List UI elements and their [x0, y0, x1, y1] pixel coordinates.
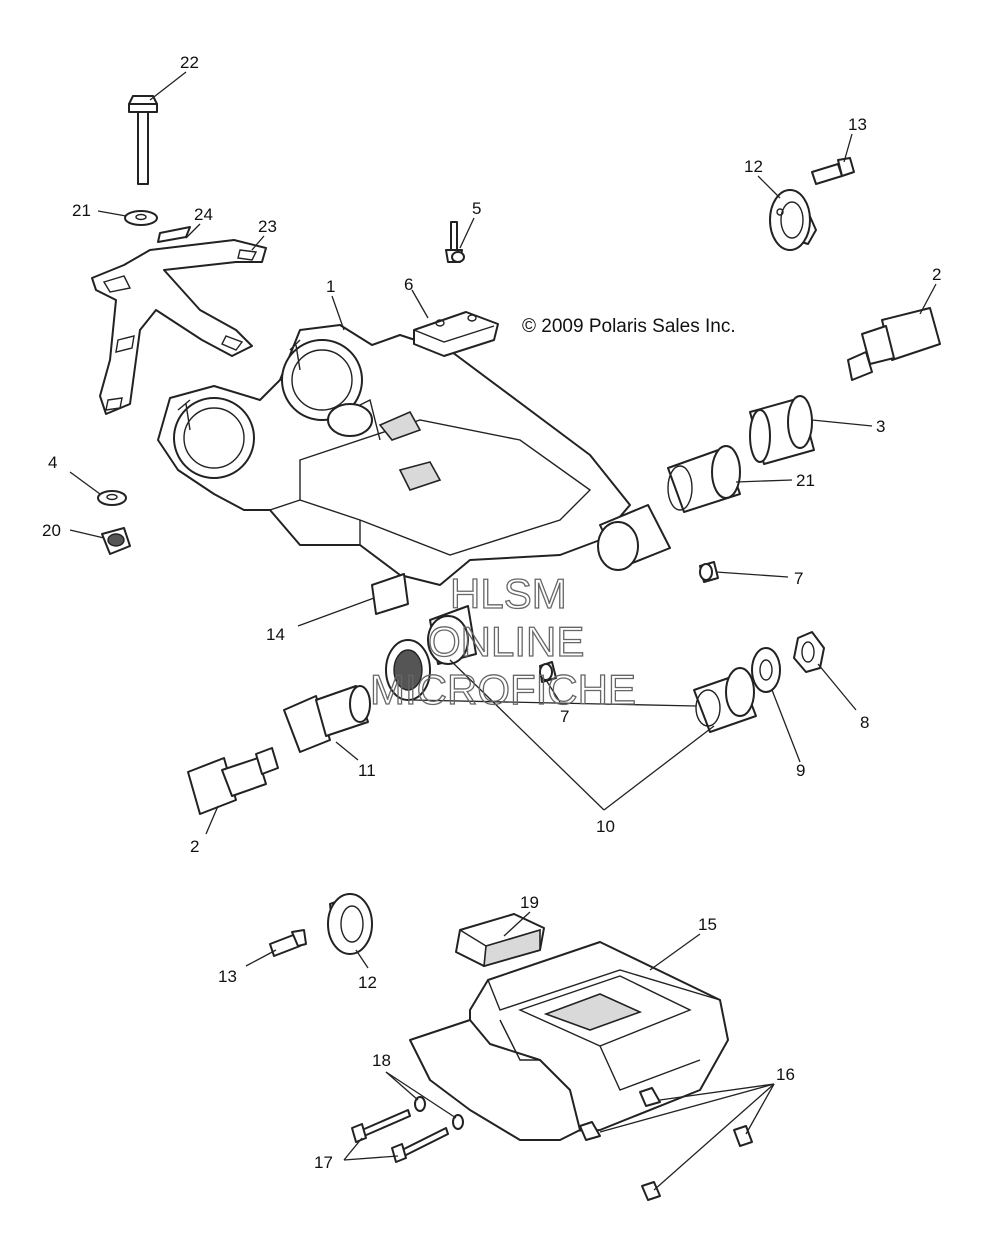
- part-1-frame: [157, 324, 631, 586]
- part-18-washer-upper: [414, 1096, 426, 1112]
- part-12-plate-bottom: [327, 893, 373, 955]
- callout-15: 15: [698, 915, 717, 934]
- callout-numbers: 22 21 24 23 5 13 12 1 6 2 3 21 4 20 7 14…: [42, 53, 941, 1172]
- part-23-bracket: [91, 239, 267, 415]
- part-5-rivet: [445, 221, 465, 263]
- watermark-line-1: HLSM: [450, 570, 567, 617]
- watermark-line-3: MICROFICHE: [370, 666, 636, 713]
- part-7-fitting-lower: [539, 661, 557, 683]
- part-10-bearing-right: [693, 667, 757, 733]
- callout-2-top: 2: [932, 265, 941, 284]
- callout-11: 11: [358, 761, 376, 780]
- part-2-spindle-top: [847, 307, 941, 381]
- part-3-bushing: [749, 395, 815, 465]
- watermark: HLSM ONLINE MICROFICHE: [369, 569, 636, 713]
- callout-7-upper: 7: [794, 569, 803, 588]
- callout-9: 9: [796, 761, 805, 780]
- callout-18: 18: [372, 1051, 391, 1070]
- part-14-label: [371, 573, 409, 615]
- callout-14: 14: [266, 625, 285, 644]
- part-13-bolt-top: [811, 157, 855, 185]
- callout-1: 1: [326, 277, 335, 296]
- callout-12-bottom: 12: [358, 973, 377, 992]
- callout-21-top: 21: [72, 201, 91, 220]
- part-18-washer-lower: [452, 1114, 464, 1130]
- part-10-seal-ring: [385, 639, 431, 701]
- callout-23: 23: [258, 217, 277, 236]
- part-16-bolt-2: [579, 1121, 601, 1141]
- leader-lines: [69, 71, 937, 1191]
- part-22-bolt: [128, 95, 158, 185]
- part-8-nut: [793, 631, 825, 673]
- callout-4: 21: [796, 471, 815, 490]
- part-11-bushing: [283, 685, 371, 753]
- copyright-notice: © 2009 Polaris Sales Inc.: [522, 316, 736, 337]
- part-21-washer-top: [124, 210, 158, 226]
- callout-21-left: 4: [48, 453, 57, 472]
- watermark-line-2: ONLINE: [428, 618, 584, 665]
- part-19-block: [455, 913, 545, 968]
- part-13-bolt-bottom: [269, 929, 307, 957]
- callout-16: 16: [776, 1065, 795, 1084]
- part-2-spindle-bottom: [187, 747, 279, 815]
- callout-5: 5: [472, 199, 481, 218]
- callout-2-bottom: 2: [190, 837, 199, 856]
- part-6-pad: [413, 311, 499, 357]
- callout-22: 22: [180, 53, 199, 72]
- part-4-bearing: [667, 445, 741, 513]
- callout-7-lower: 7: [560, 707, 569, 726]
- part-7-fitting-upper: [699, 561, 719, 583]
- callout-13-top: 13: [848, 115, 867, 134]
- part-17-bolt-lower: [391, 1127, 449, 1163]
- part-12-plate-top: [769, 189, 817, 251]
- callout-12-top: 12: [744, 157, 763, 176]
- part-24-pad: [157, 226, 191, 243]
- callout-20: 20: [42, 521, 61, 540]
- part-20-nut: [101, 527, 131, 555]
- callout-13-bottom: 13: [218, 967, 237, 986]
- callout-24: 24: [194, 205, 213, 224]
- callout-10: 10: [596, 817, 615, 836]
- callout-19: 19: [520, 893, 539, 912]
- callout-3: 3: [876, 417, 885, 436]
- part-16-bolt-4: [641, 1181, 661, 1201]
- part-17-bolt-upper: [351, 1109, 411, 1143]
- part-15-skid-plate: [409, 941, 729, 1141]
- callout-8: 8: [860, 713, 869, 732]
- callout-6: 6: [404, 275, 413, 294]
- part-16-bolt-1: [639, 1087, 661, 1107]
- pivot-tube: [597, 504, 671, 571]
- part-10-bearing-left: [427, 605, 477, 665]
- part-9-washer: [751, 647, 781, 693]
- callout-17: 17: [314, 1153, 333, 1172]
- part-21-washer-left: [97, 490, 127, 506]
